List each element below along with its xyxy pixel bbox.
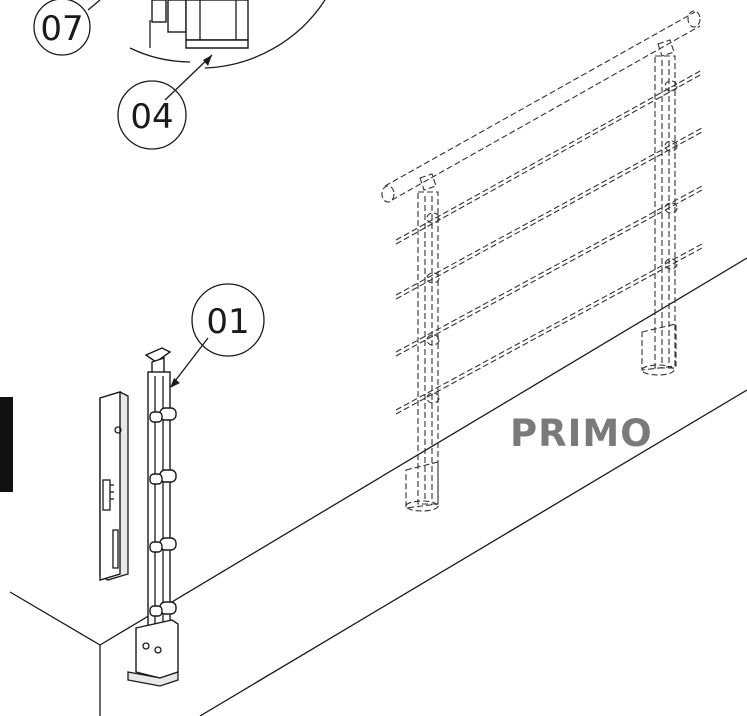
callout-04-label: 04 xyxy=(130,97,173,137)
callout-07-label: 07 xyxy=(40,9,83,49)
callout-04: 04 xyxy=(117,54,213,150)
railing-post-right xyxy=(641,39,678,376)
railing-assembly xyxy=(381,10,703,512)
edge-bar xyxy=(0,397,13,492)
main-post xyxy=(127,347,179,687)
floor-slab xyxy=(9,257,747,716)
callout-01-label: 01 xyxy=(206,302,249,342)
drilling-template xyxy=(99,391,129,581)
detail-magnifier xyxy=(129,0,326,69)
cross-rod xyxy=(395,69,703,415)
callout-01: 01 xyxy=(170,283,265,388)
callout-07: 07 xyxy=(33,0,101,56)
railing-post-left xyxy=(405,173,440,512)
brand-label: PRIMO xyxy=(510,412,653,455)
rod-holder xyxy=(149,407,177,617)
